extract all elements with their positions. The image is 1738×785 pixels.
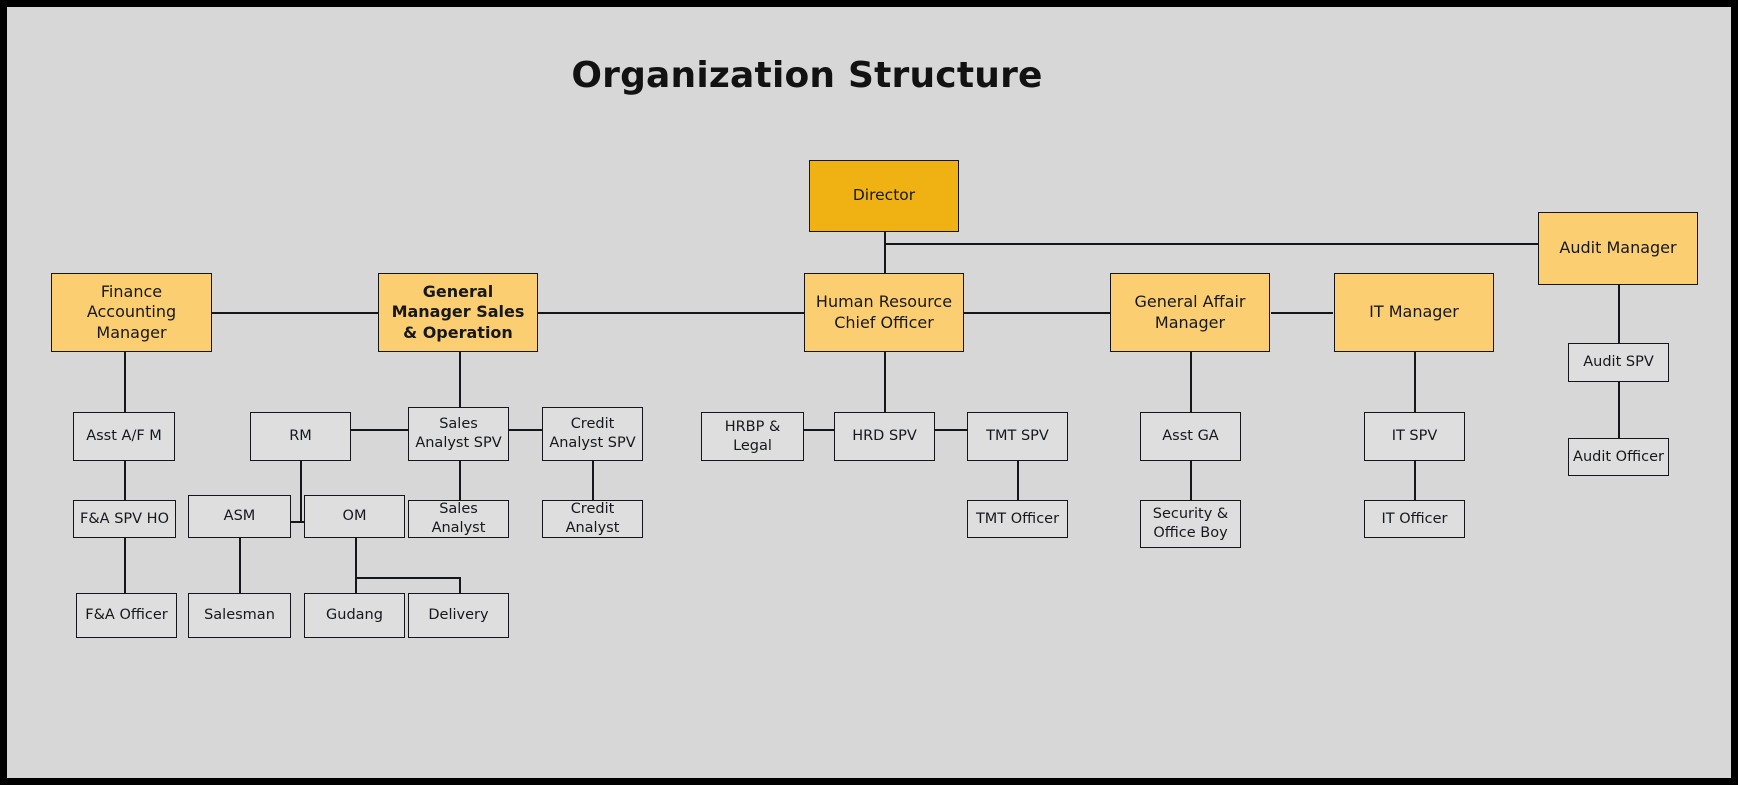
node-gudang[interactable]: Gudang — [304, 593, 405, 638]
edge-director-stem — [884, 232, 886, 278]
edge-manager-row-left — [212, 312, 378, 314]
edge-hrbp-to-hrd — [804, 429, 834, 431]
node-label: Audit Officer — [1573, 448, 1664, 465]
node-audit-officer[interactable]: Audit Officer — [1568, 438, 1669, 476]
edge-hr-to-hrd-spv — [884, 352, 886, 412]
node-general-affair-manager[interactable]: General Affair Manager — [1110, 273, 1270, 352]
node-it-officer[interactable]: IT Officer — [1364, 500, 1465, 538]
node-it-manager[interactable]: IT Manager — [1334, 273, 1494, 352]
node-label: Sales Analyst — [431, 501, 486, 536]
edge-om-stem — [355, 538, 357, 578]
node-fa-spv-ho[interactable]: F&A SPV HO — [73, 500, 176, 538]
node-label: Security & Office Boy — [1152, 506, 1229, 541]
node-audit-spv[interactable]: Audit SPV — [1568, 343, 1669, 382]
node-label: IT SPV — [1391, 428, 1438, 445]
edge-hrd-to-tmt — [935, 429, 967, 431]
node-credit-analyst-spv[interactable]: Credit Analyst SPV — [542, 407, 643, 461]
node-label: Salesman — [204, 607, 275, 624]
node-label: Director — [852, 186, 916, 205]
node-tmt-officer[interactable]: TMT Officer — [967, 500, 1068, 538]
node-label: OM — [342, 508, 367, 525]
node-label: Gudang — [326, 607, 383, 624]
node-asm[interactable]: ASM — [188, 495, 291, 538]
node-label: Asst A/F M — [86, 428, 162, 445]
node-security-office-boy[interactable]: Security & Office Boy — [1140, 500, 1241, 548]
node-label: Finance Accounting Manager — [86, 281, 177, 342]
node-label: HRD SPV — [852, 428, 917, 445]
node-label: IT Manager — [1369, 302, 1459, 322]
node-label: Credit Analyst — [565, 501, 620, 536]
edge-manager-row-ga-it — [1271, 312, 1333, 314]
node-om[interactable]: OM — [304, 495, 405, 538]
node-label: TMT Officer — [975, 510, 1060, 527]
edge-sa-spv-to-sa — [459, 445, 461, 500]
node-label: Audit SPV — [1583, 354, 1654, 371]
node-finance-accounting-manager[interactable]: Finance Accounting Manager — [51, 273, 212, 352]
edge-asm-to-salesman — [239, 538, 241, 593]
node-sales-analyst-spv[interactable]: Sales Analyst SPV — [408, 407, 509, 461]
edge-director-bus — [884, 243, 1619, 245]
edge-rm-bus — [289, 521, 311, 523]
node-label: RM — [289, 428, 312, 445]
node-tmt-spv[interactable]: TMT SPV — [967, 412, 1068, 461]
node-general-manager-sales-operation[interactable]: General Manager Sales & Operation — [378, 273, 538, 352]
edge-rm-stem — [300, 445, 302, 523]
node-label: HRBP & Legal — [724, 418, 781, 454]
edge-it-to-it-spv — [1414, 352, 1416, 412]
edge-it-spv-to-officer — [1414, 445, 1416, 500]
node-hrd-spv[interactable]: HRD SPV — [834, 412, 935, 461]
node-label: General Affair Manager — [1134, 292, 1246, 332]
node-label: Sales Analyst SPV — [415, 416, 502, 451]
edge-fin-to-asst — [124, 352, 126, 412]
node-audit-manager[interactable]: Audit Manager — [1538, 212, 1698, 285]
edge-audit-to-spv — [1618, 285, 1620, 343]
edge-gm-to-sa-spv — [459, 352, 461, 412]
edge-om-to-gudang — [355, 577, 357, 593]
node-label: ASM — [223, 508, 256, 525]
node-label: Asst GA — [1162, 428, 1219, 445]
org-chart-canvas: Organization Structure Director — [7, 7, 1731, 778]
edge-asst-ga-to-security — [1190, 445, 1192, 500]
node-rm[interactable]: RM — [250, 412, 351, 461]
node-sales-analyst[interactable]: Sales Analyst — [408, 500, 509, 538]
edge-ga-to-asst-ga — [1190, 352, 1192, 412]
edge-manager-row-hr-ga — [964, 312, 1110, 314]
node-label: TMT SPV — [986, 428, 1049, 445]
edge-om-to-delivery — [459, 577, 461, 593]
node-hrbp-legal[interactable]: HRBP & Legal — [701, 412, 804, 461]
node-credit-analyst[interactable]: Credit Analyst — [542, 500, 643, 538]
node-label: Credit Analyst SPV — [549, 416, 636, 451]
node-human-resource-chief-officer[interactable]: Human Resource Chief Officer — [804, 273, 964, 352]
node-director[interactable]: Director — [809, 160, 959, 232]
page-title: Organization Structure — [571, 55, 1043, 96]
node-label: F&A SPV HO — [80, 510, 169, 527]
edge-om-bus — [355, 577, 460, 579]
edge-audit-spv-to-officer — [1618, 382, 1620, 438]
node-fa-officer[interactable]: F&A Officer — [76, 593, 177, 638]
edge-faspv-to-faoff — [124, 538, 126, 593]
node-label: Delivery — [428, 607, 489, 624]
edge-manager-row-mid — [538, 312, 804, 314]
edge-tmt-spv-to-officer — [1017, 445, 1019, 500]
node-asst-afm[interactable]: Asst A/F M — [73, 412, 175, 461]
node-label: F&A Officer — [85, 607, 168, 624]
edge-sa-spv-to-ca-spv — [509, 429, 542, 431]
edge-asst-to-faspv — [124, 445, 126, 500]
node-salesman[interactable]: Salesman — [188, 593, 291, 638]
edge-rm-to-sa-spv — [351, 429, 409, 431]
node-label: General Manager Sales & Operation — [391, 281, 525, 342]
node-delivery[interactable]: Delivery — [408, 593, 509, 638]
node-label: Audit Manager — [1559, 238, 1677, 258]
node-asst-ga[interactable]: Asst GA — [1140, 412, 1241, 461]
node-it-spv[interactable]: IT SPV — [1364, 412, 1465, 461]
edge-ca-spv-to-ca — [592, 445, 594, 500]
node-label: Human Resource Chief Officer — [815, 292, 953, 332]
node-label: IT Officer — [1381, 510, 1448, 527]
